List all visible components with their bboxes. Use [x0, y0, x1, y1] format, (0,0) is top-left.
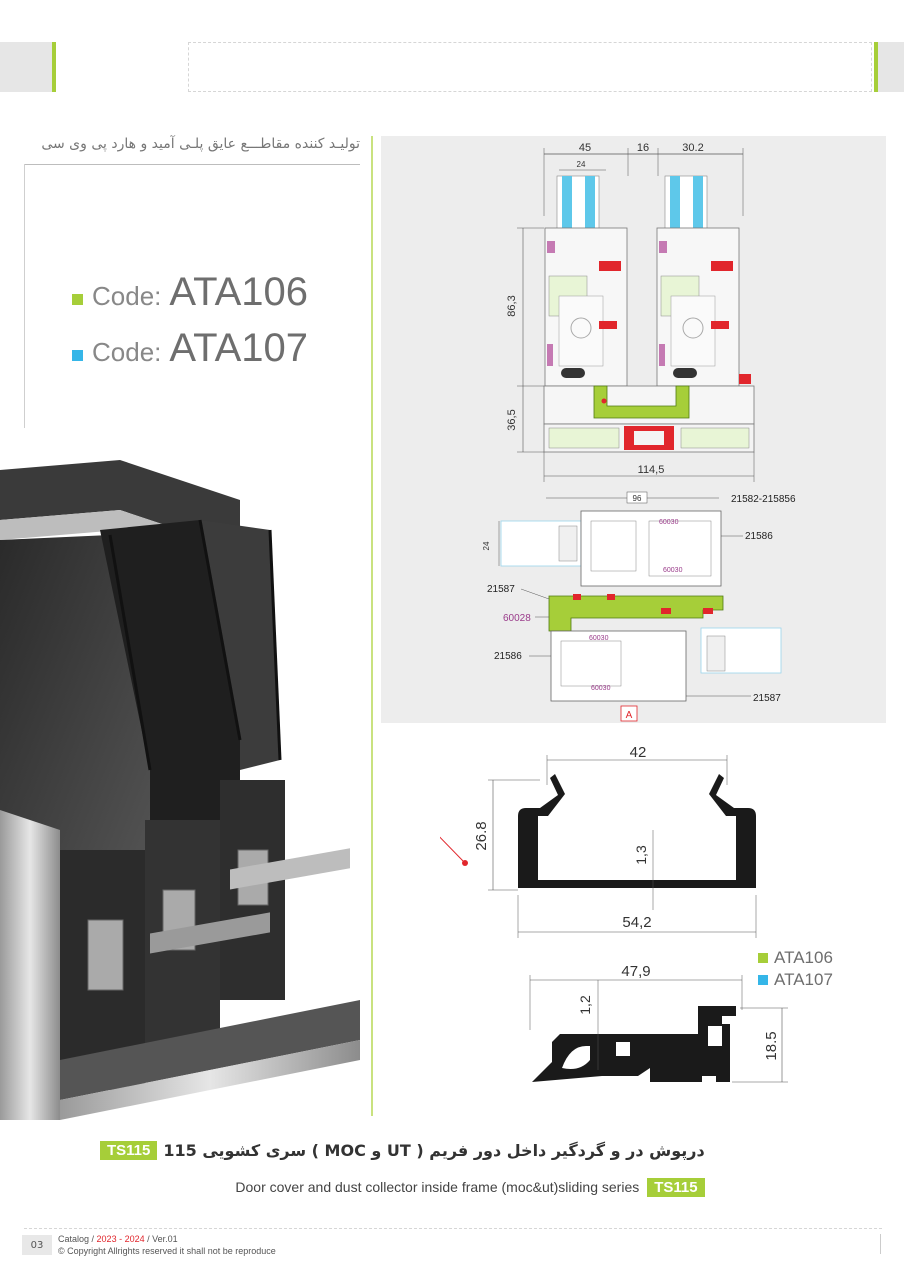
profile-107-dim-height: 18.5 — [763, 1031, 780, 1060]
dim-114-5: 114,5 — [638, 464, 665, 476]
dim-16: 16 — [637, 142, 649, 154]
green-square-icon — [72, 294, 83, 305]
company-tagline: تولیـد کننده مقاطـــع عایق پلـی آمید و ه… — [41, 136, 360, 152]
code-row-ata106: Code: ATA106 — [72, 270, 308, 320]
tagline-divider — [24, 164, 360, 165]
dim-96: 96 — [633, 494, 642, 503]
code-value: ATA106 — [169, 270, 308, 314]
footer-text: Catalog / 2023 - 2024 / Ver.01 © Copyrig… — [58, 1233, 276, 1257]
legend-item-ata106: ATA106 — [758, 947, 833, 969]
profile-107-dim-wall: 1,2 — [577, 995, 593, 1015]
footer-copyright: © Copyright Allrights reserved it shall … — [58, 1246, 276, 1256]
gasket-code-1: 60030 — [659, 519, 679, 526]
code-label: Code: — [92, 337, 162, 367]
profile-106-dim-bottom: 54,2 — [622, 914, 651, 931]
header-accent-bar-right — [874, 42, 878, 92]
code-label: Code: — [92, 281, 162, 311]
title-english-text: Door cover and dust collector inside fra… — [235, 1179, 640, 1195]
blue-square-icon — [758, 975, 768, 985]
footer-end-line — [880, 1234, 881, 1254]
code-row-ata107: Code: ATA107 — [72, 326, 308, 376]
header-empty-box — [188, 42, 872, 92]
gasket-code-3: 60030 — [589, 635, 609, 642]
title-persian-text: درپوش در و گردگیر داخل دور فریم ( UT و M… — [163, 1140, 705, 1160]
dim-86-3: 86,3 — [506, 295, 518, 316]
legend-label: ATA106 — [774, 948, 833, 967]
profile-legend: ATA106 ATA107 — [758, 947, 833, 991]
footer-divider — [24, 1228, 882, 1229]
profile-drawings: 42 26.8 1,3 54,2 47,9 1,2 18.5 — [427, 664, 840, 1110]
section-drawing: 45 16 30.2 24 — [482, 142, 796, 722]
series-badge: TS115 — [100, 1140, 158, 1160]
dim-45: 45 — [579, 142, 591, 154]
footer-version: / Ver.01 — [147, 1234, 178, 1244]
part-code-top-right: 21582-215856 — [731, 494, 796, 505]
footer-catalog: Catalog / — [58, 1234, 95, 1244]
header-accent-bar-left — [52, 42, 56, 92]
code-value: ATA107 — [169, 326, 308, 370]
header-right-block — [878, 42, 904, 92]
profile-106-dim-top: 42 — [630, 744, 647, 761]
render-illustration — [0, 460, 360, 1120]
title-persian: درپوش در و گردگیر داخل دور فریم ( UT و M… — [100, 1136, 840, 1164]
technical-drawing-panel: 45 16 30.2 24 — [381, 136, 886, 723]
part-code-left-mid: 21587 — [487, 584, 515, 595]
dim-24-top: 24 — [577, 160, 586, 169]
header-band — [0, 42, 904, 92]
dim-30-2: 30.2 — [682, 142, 703, 154]
profile-detail-svg: 42 26.8 1,3 54,2 47,9 1,2 18.5 — [427, 664, 788, 1083]
profile-107-dim-top: 47,9 — [621, 963, 650, 980]
legend-label: ATA107 — [774, 970, 833, 989]
part-code-left-lower: 21586 — [494, 651, 522, 662]
part-code-right-upper: 21586 — [745, 531, 773, 542]
gasket-code-60028: 60028 — [503, 613, 531, 624]
page-number: 03 — [22, 1235, 52, 1255]
section-mark: A — [626, 710, 633, 721]
series-badge: TS115 — [647, 1177, 705, 1197]
section-divider-line — [371, 136, 373, 1116]
dim-36-5: 36,5 — [506, 409, 518, 430]
gasket-code-4: 60030 — [591, 685, 611, 692]
header-left-block — [0, 42, 52, 92]
legend-item-ata107: ATA107 — [758, 969, 833, 991]
footer-years: 2023 - 2024 — [96, 1234, 145, 1244]
blue-square-icon — [72, 350, 83, 361]
sliding-window-render — [0, 440, 372, 1120]
dim-24-detail: 24 — [482, 541, 491, 550]
tagline-frame-line — [24, 164, 25, 428]
profile-106-dim-height: 26.8 — [473, 821, 490, 850]
gasket-code-2: 60030 — [663, 567, 683, 574]
title-english: Door cover and dust collector inside fra… — [100, 1174, 840, 1200]
profile-106-dim-wall: 1,3 — [633, 845, 649, 865]
part-code-right-lower: 21587 — [753, 693, 781, 704]
green-square-icon — [758, 953, 768, 963]
